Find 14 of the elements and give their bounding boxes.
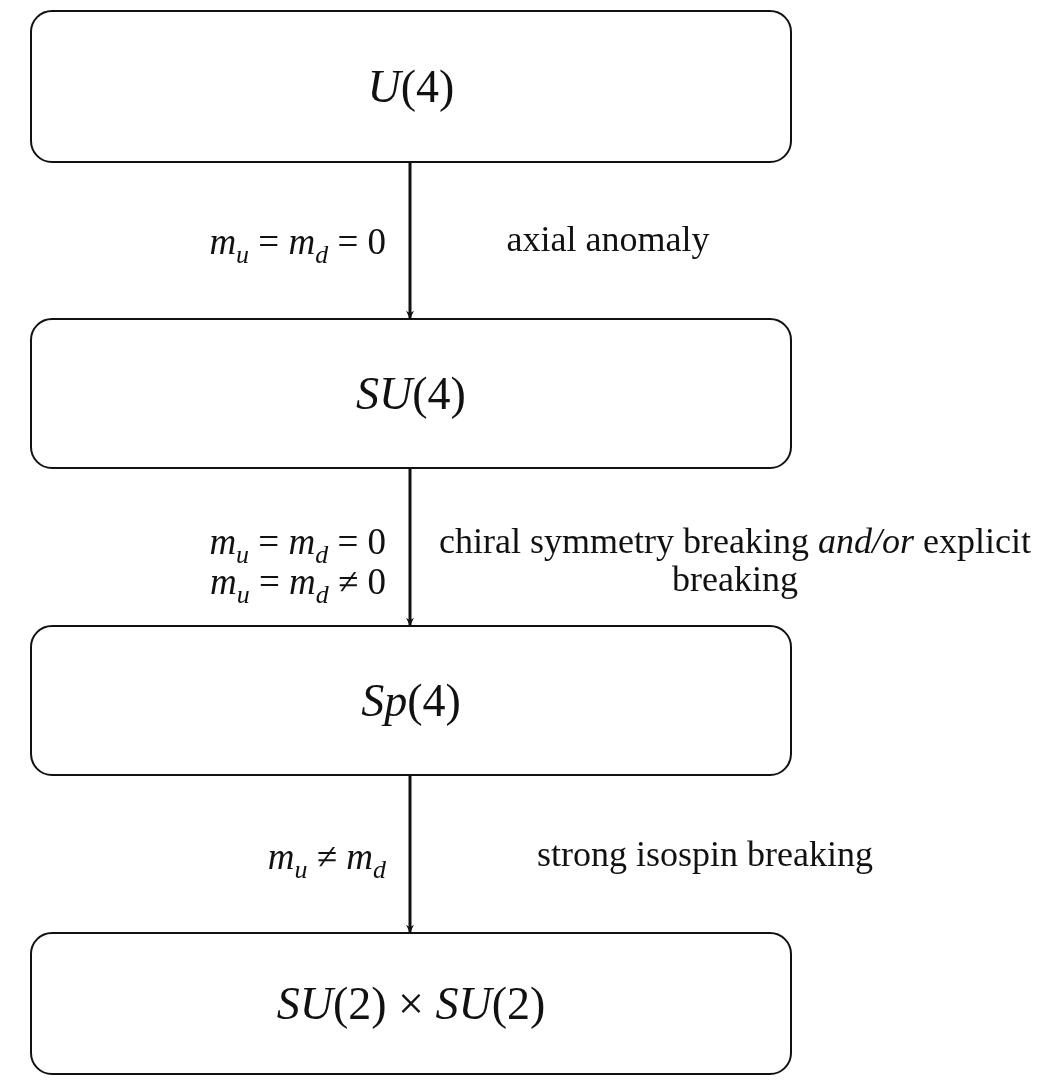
group-name: U(4)	[367, 60, 455, 113]
arrow	[406, 163, 414, 319]
group-box	[30, 10, 792, 163]
arrow	[406, 469, 414, 626]
group-box	[30, 318, 792, 469]
group-box	[30, 932, 792, 1075]
arrow	[406, 776, 414, 933]
group-name: SU(2) × SU(2)	[276, 977, 546, 1030]
mass-condition: m$_{u}$ = m$_{d}$ = 0	[209, 220, 386, 271]
group-name: Sp(4)	[361, 674, 461, 727]
mass-condition: m$_{u}$ = m$_{d}$ = 0	[209, 520, 386, 570]
group-box	[30, 625, 792, 776]
mass-condition: m$_{u}$ ≠ m$_{d}$	[267, 835, 386, 886]
group-name: SU(4)	[356, 367, 466, 420]
